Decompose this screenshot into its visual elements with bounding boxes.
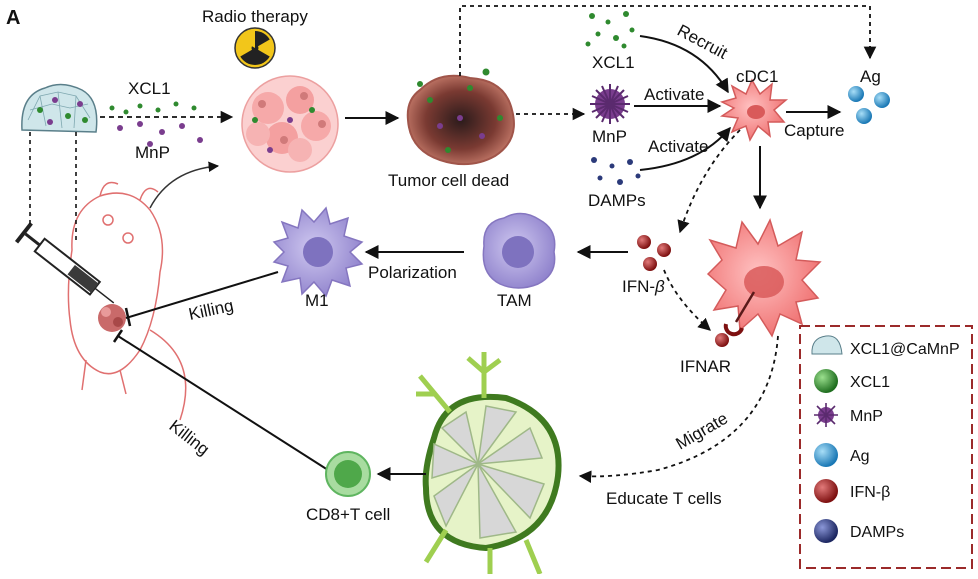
xcl1-particles-right xyxy=(585,11,635,49)
ifnar-bound-ifn-icon xyxy=(715,333,729,347)
mouse-tumor-icon xyxy=(98,304,126,332)
activate-arrow-damps xyxy=(639,126,731,171)
blue-sphere-icon xyxy=(814,443,838,467)
ifnar-label: IFNAR xyxy=(680,357,731,376)
red-sphere-icon xyxy=(814,479,838,503)
mouse-icon xyxy=(67,181,187,421)
activate-label-2: Activate xyxy=(648,137,708,156)
migrate-arrow xyxy=(578,335,779,483)
legend-label: XCL1 xyxy=(850,374,890,391)
panel-letter: A xyxy=(6,7,20,29)
syringe-icon xyxy=(14,222,115,304)
tcell-killing-line xyxy=(117,335,329,471)
polarization-label: Polarization xyxy=(368,263,457,282)
legend-item-damps: DAMPs xyxy=(814,519,904,543)
xcl1-right-label: XCL1 xyxy=(592,53,635,72)
legend-item-mnp: MnP xyxy=(814,403,883,427)
activate-label-1: Activate xyxy=(644,85,704,104)
released-particles xyxy=(109,101,203,147)
damps-particles xyxy=(591,157,641,185)
recruit-label: Recruit xyxy=(674,21,731,63)
lymph-node-icon xyxy=(416,352,562,579)
tumor-cell-dead-label: Tumor cell dead xyxy=(388,171,509,190)
legend-label: MnP xyxy=(850,408,883,425)
antigen-spheres-icon xyxy=(848,86,890,124)
mnp-spiky-particle-icon xyxy=(590,84,630,124)
xcl1-left-label: XCL1 xyxy=(128,79,171,98)
killing-label-1: Killing xyxy=(187,296,235,324)
ifn-beta-spheres-icon xyxy=(637,235,671,271)
gel-icon xyxy=(811,335,843,355)
legend-item-xcl1: XCL1 xyxy=(814,369,890,393)
cdc1-dendritic-cell-icon xyxy=(719,78,789,142)
tumor-to-antigen-arrow xyxy=(459,5,877,76)
mnp-left-label: MnP xyxy=(135,143,170,162)
navy-sphere-icon xyxy=(814,519,838,543)
m1-killing-line xyxy=(125,271,279,319)
legend-label: DAMPs xyxy=(850,524,904,541)
hydrogel-icon xyxy=(21,83,98,133)
m1-macrophage-icon xyxy=(272,206,364,298)
educate-t-cells-label: Educate T cells xyxy=(606,489,722,508)
dead-tumor-icon xyxy=(406,68,515,166)
ag-right-label: Ag xyxy=(860,67,881,86)
tam-macrophage-icon xyxy=(482,212,556,289)
tam-label: TAM xyxy=(497,291,532,310)
legend-item-ifn-beta: IFN-β xyxy=(814,479,890,503)
ifn-to-ifnar-arrow xyxy=(663,269,711,331)
radiation-icon xyxy=(234,27,276,69)
ifn-secretion-arrow xyxy=(677,129,741,234)
green-sphere-icon xyxy=(814,369,838,393)
tumor-cell-cluster xyxy=(241,75,339,173)
cdc1-label: cDC1 xyxy=(736,67,779,86)
mnp-right-label: MnP xyxy=(592,127,627,146)
mature-dendritic-cell-icon xyxy=(706,217,822,338)
capture-label: Capture xyxy=(784,121,844,140)
legend: XCL1@CaMnP XCL1 MnP Ag IFN-β xyxy=(799,325,973,569)
tcell-killing-bar xyxy=(112,329,124,343)
m1-label: M1 xyxy=(305,291,329,310)
radio-therapy-label: Radio therapy xyxy=(202,7,308,26)
ifn-beta-label: IFN-β xyxy=(622,277,665,296)
cd8-t-cell-label: CD8+T cell xyxy=(306,505,390,524)
m1-killing-bar xyxy=(124,307,132,327)
migrate-label: Migrate xyxy=(673,409,732,454)
legend-item-ag: Ag xyxy=(814,443,870,467)
spiky-particle-icon xyxy=(814,403,838,427)
legend-label: Ag xyxy=(850,448,870,465)
cd8-t-cell-icon xyxy=(325,451,371,497)
legend-item-gel: XCL1@CaMnP xyxy=(811,335,960,358)
legend-label: IFN-β xyxy=(850,484,890,501)
damps-right-label: DAMPs xyxy=(588,191,646,210)
recruit-arrow xyxy=(639,35,729,94)
mouse-to-tumor-arrow xyxy=(149,161,220,209)
killing-label-2: Killing xyxy=(166,416,213,459)
legend-label: XCL1@CaMnP xyxy=(850,341,960,358)
